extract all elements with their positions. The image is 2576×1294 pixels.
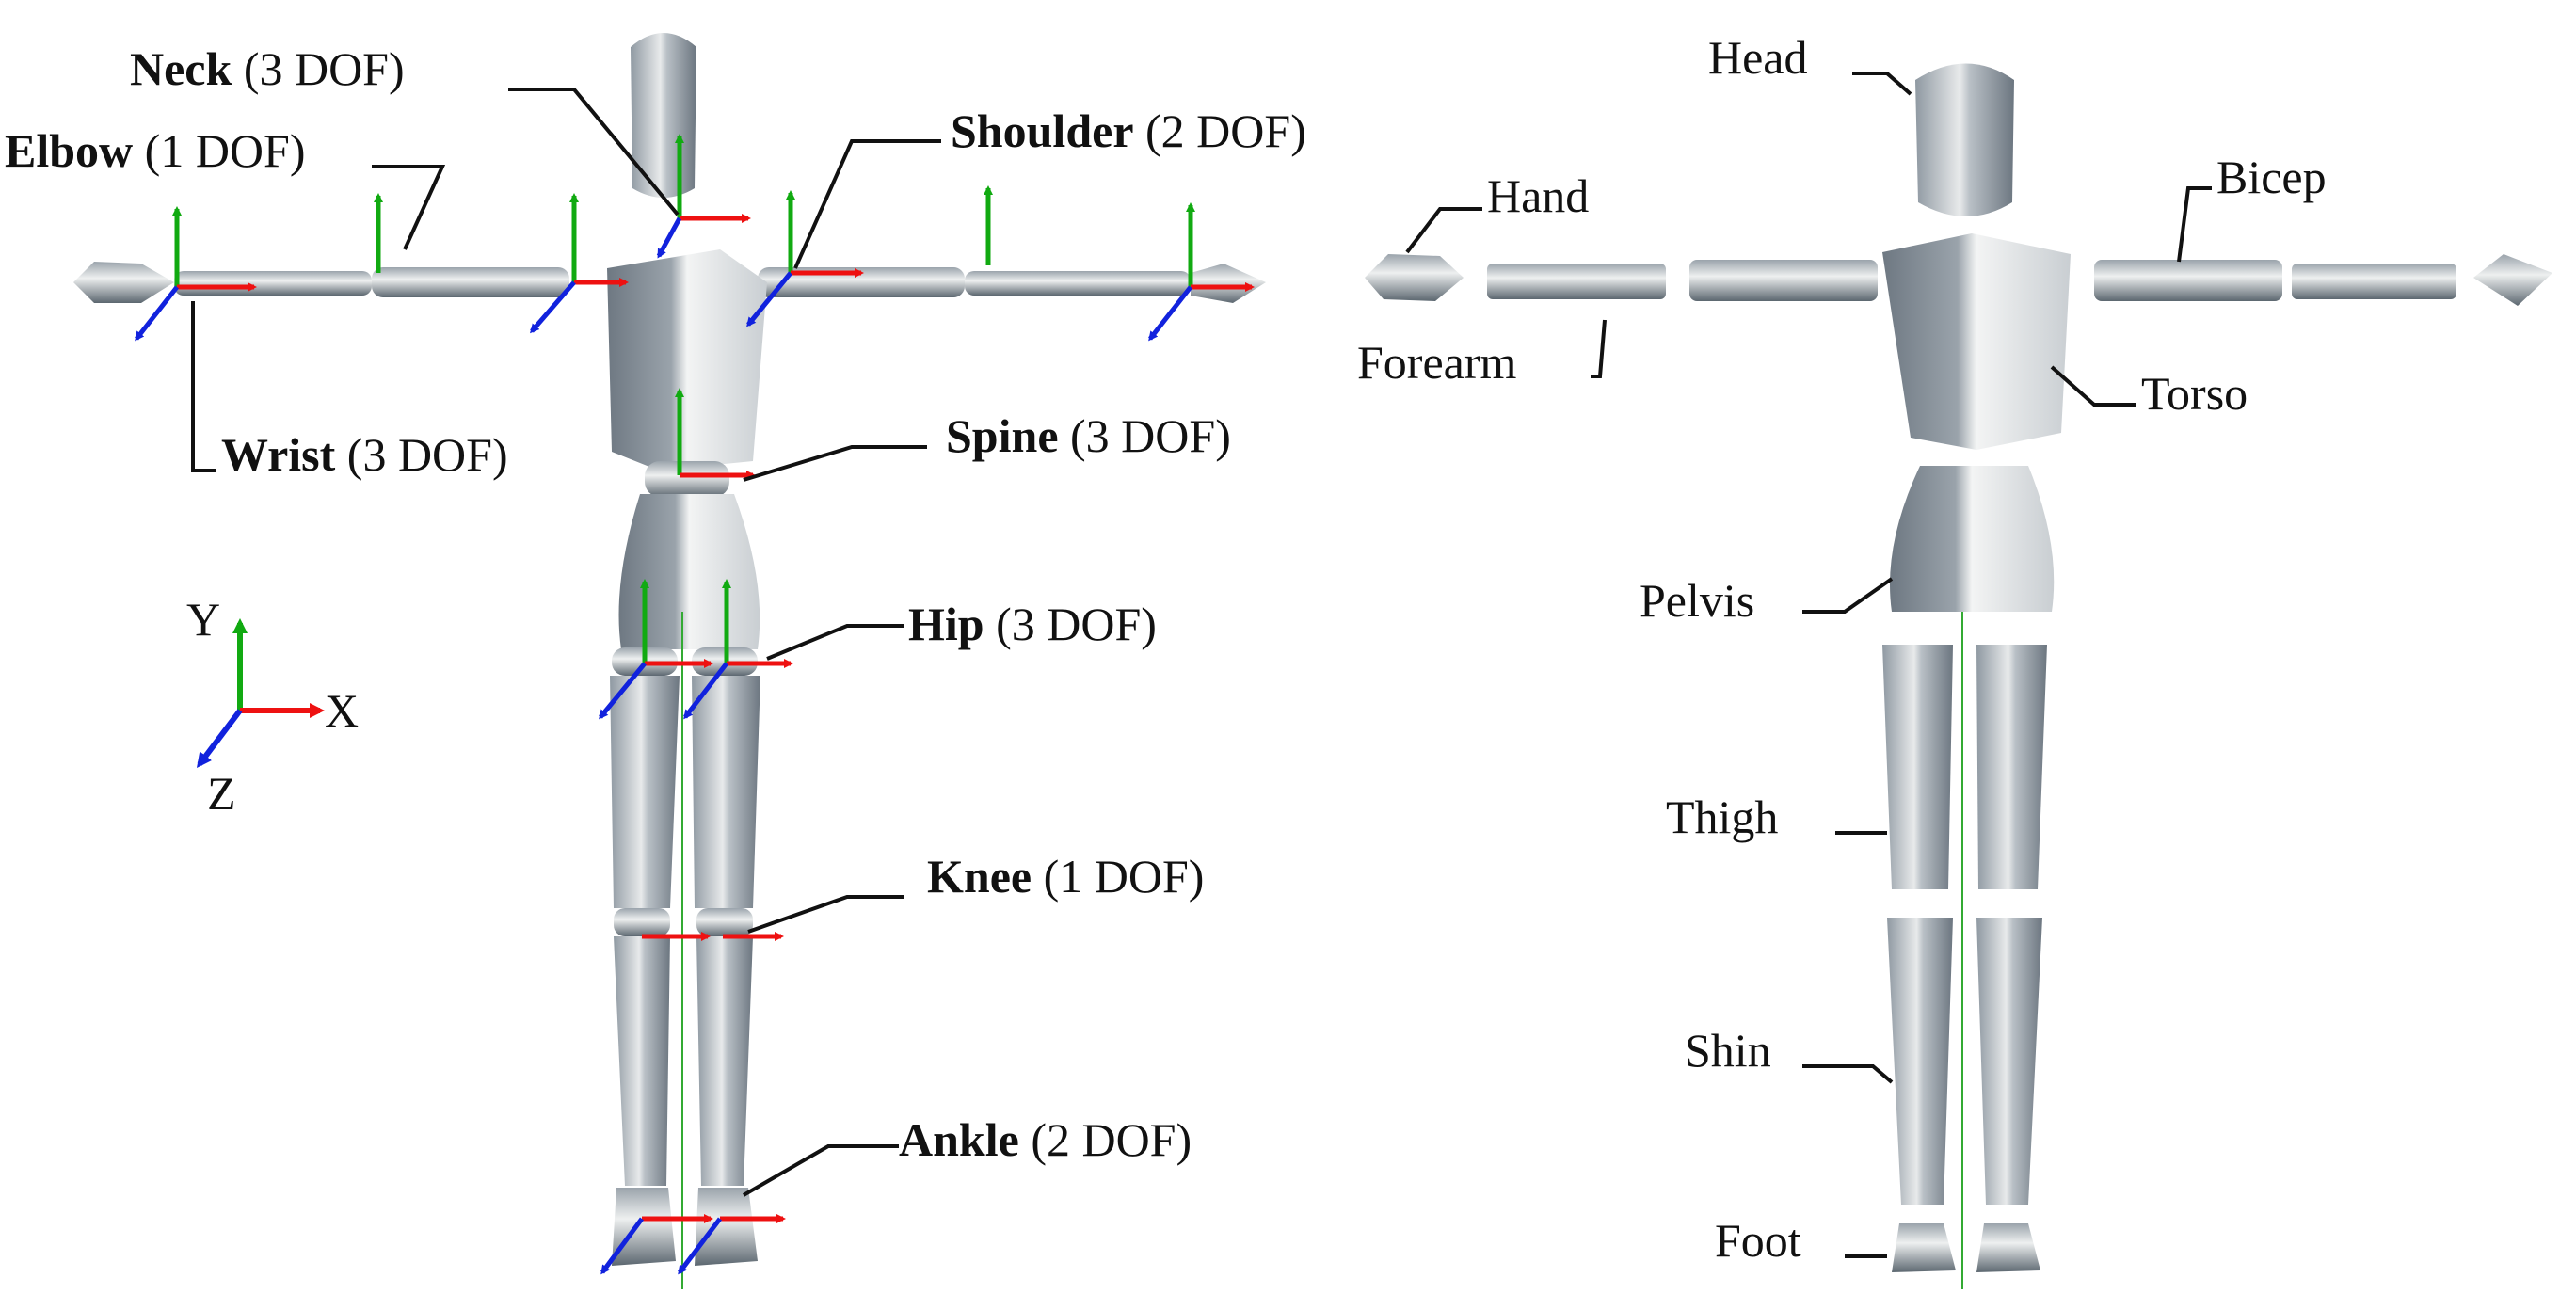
right-foot-r (1976, 1223, 2040, 1272)
left-head (631, 33, 696, 198)
left-knee-joint-r (696, 908, 753, 936)
left-mannequin (73, 33, 1266, 1289)
head-label: Head (1708, 31, 1808, 84)
hand-label: Hand (1487, 169, 1589, 222)
right-pelvis (1890, 466, 2055, 612)
axis-y-label: Y (186, 593, 220, 646)
right-thigh-r (1976, 645, 2047, 889)
right-hand-right (2473, 254, 2552, 306)
shin-label: Shin (1685, 1024, 1771, 1077)
left-forearm-left (174, 271, 372, 296)
elbow-label: Elbow (1 DOF) (5, 124, 306, 177)
right-torso (1882, 233, 2071, 450)
spine-label: Spine (3 DOF) (946, 409, 1231, 462)
foot-label: Foot (1715, 1214, 1801, 1267)
thigh-label: Thigh (1666, 791, 1778, 843)
right-foot-l (1892, 1223, 1956, 1272)
right-leaders (1405, 72, 2212, 1258)
left-foot-r (695, 1188, 758, 1266)
right-bicep-right (2094, 260, 2282, 301)
axis-z-arrow (196, 709, 243, 768)
wrist-label: Wrist (3 DOF) (221, 428, 508, 481)
left-foot-l (612, 1188, 676, 1266)
right-forearm-left (1487, 264, 1666, 299)
shoulder-label: Shoulder (2 DOF) (951, 104, 1306, 157)
left-waist (645, 461, 729, 497)
ankle-label: Ankle (2 DOF) (899, 1113, 1192, 1166)
left-knee-joint-l (614, 908, 670, 936)
axis-x-label: X (325, 684, 359, 737)
left-hand-left (73, 262, 174, 303)
left-torso (607, 249, 767, 471)
left-shin-l (614, 936, 670, 1186)
neck-label: Neck (3 DOF) (130, 42, 405, 95)
right-shin-l (1887, 918, 1953, 1205)
knee-label: Knee (1 DOF) (927, 850, 1204, 903)
pelvis-label: Pelvis (1640, 574, 1754, 627)
right-hand-left (1365, 254, 1464, 301)
right-head (1915, 63, 2014, 216)
axis-z-label: Z (207, 767, 236, 820)
left-bicep-left (372, 267, 569, 297)
left-shin-r (696, 936, 753, 1186)
right-forearm-right (2292, 264, 2456, 299)
left-leaders (191, 88, 941, 1197)
left-pelvis (618, 494, 760, 649)
bicep-label: Bicep (2216, 151, 2327, 203)
torso-label: Torso (2141, 367, 2248, 420)
right-bicep-left (1689, 260, 1878, 301)
left-thigh-l (610, 676, 680, 908)
joint-gizmos (135, 134, 1255, 1275)
left-forearm-right (965, 271, 1191, 296)
right-mannequin (1365, 63, 2552, 1289)
axes-legend (196, 618, 325, 768)
forearm-label: Forearm (1357, 336, 1516, 389)
right-shin-r (1976, 918, 2042, 1205)
hip-label: Hip (3 DOF) (908, 598, 1157, 650)
right-thigh-l (1882, 645, 1953, 889)
left-hand-right (1191, 264, 1266, 303)
left-thigh-r (692, 676, 760, 908)
